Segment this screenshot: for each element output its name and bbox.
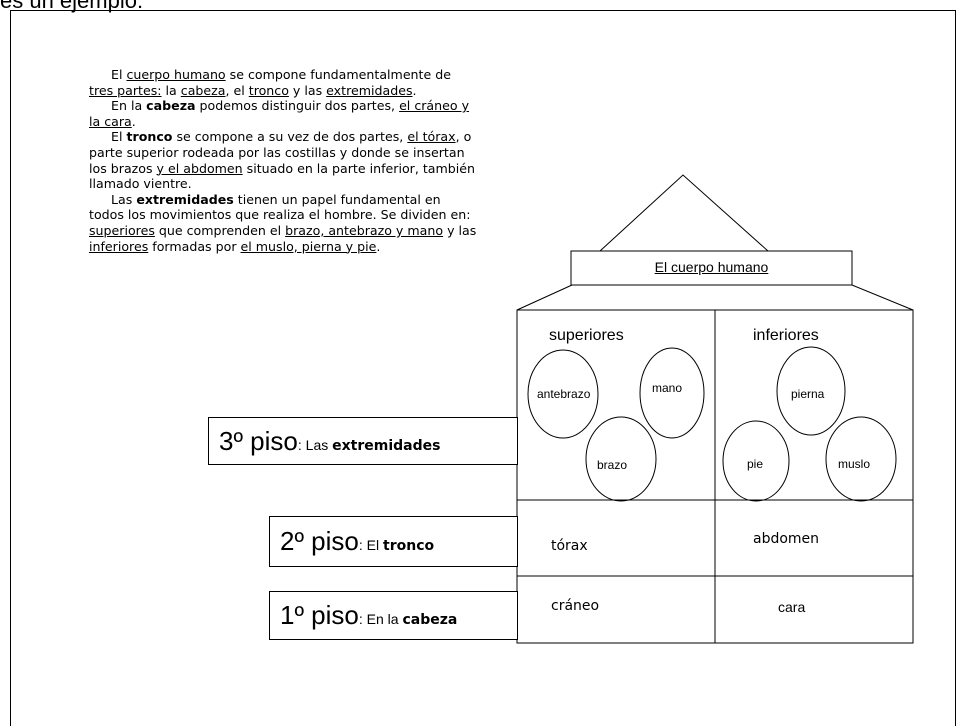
intro-paragraph-4: Las extremidades tienen un papel fundame… <box>89 191 477 254</box>
label-torax: tórax <box>551 538 588 554</box>
roof-title: El cuerpo humano <box>654 259 769 275</box>
label-cara: cara <box>778 599 806 615</box>
floor-label-1: 1º piso: En la cabeza <box>269 591 518 640</box>
floor-label-2: 2º piso: El tronco <box>269 516 518 567</box>
label-abdomen: abdomen <box>753 531 820 547</box>
page-frame <box>10 10 956 726</box>
label-pierna: pierna <box>791 387 825 401</box>
label-antebrazo: antebrazo <box>537 387 591 401</box>
label-muslo: muslo <box>838 457 871 471</box>
label-inferiores: inferiores <box>753 327 819 344</box>
intro-text: El cuerpo humano se compone fundamentalm… <box>89 67 479 254</box>
intro-paragraph-2: En la cabeza podemos distinguir dos part… <box>89 98 470 129</box>
label-superiores: superiores <box>549 327 624 344</box>
label-pie: pie <box>747 457 764 471</box>
intro-paragraph-1: El cuerpo humano se compone fundamentalm… <box>89 67 451 98</box>
label-craneo: cráneo <box>551 598 600 614</box>
floor-label-3: 3º piso: Las extremidades <box>208 417 518 465</box>
intro-paragraph-3: El tronco se compone a su vez de dos par… <box>89 129 475 192</box>
label-brazo: brazo <box>597 458 628 472</box>
top-caption: es un ejemplo: <box>0 0 144 13</box>
label-mano: mano <box>652 381 683 395</box>
